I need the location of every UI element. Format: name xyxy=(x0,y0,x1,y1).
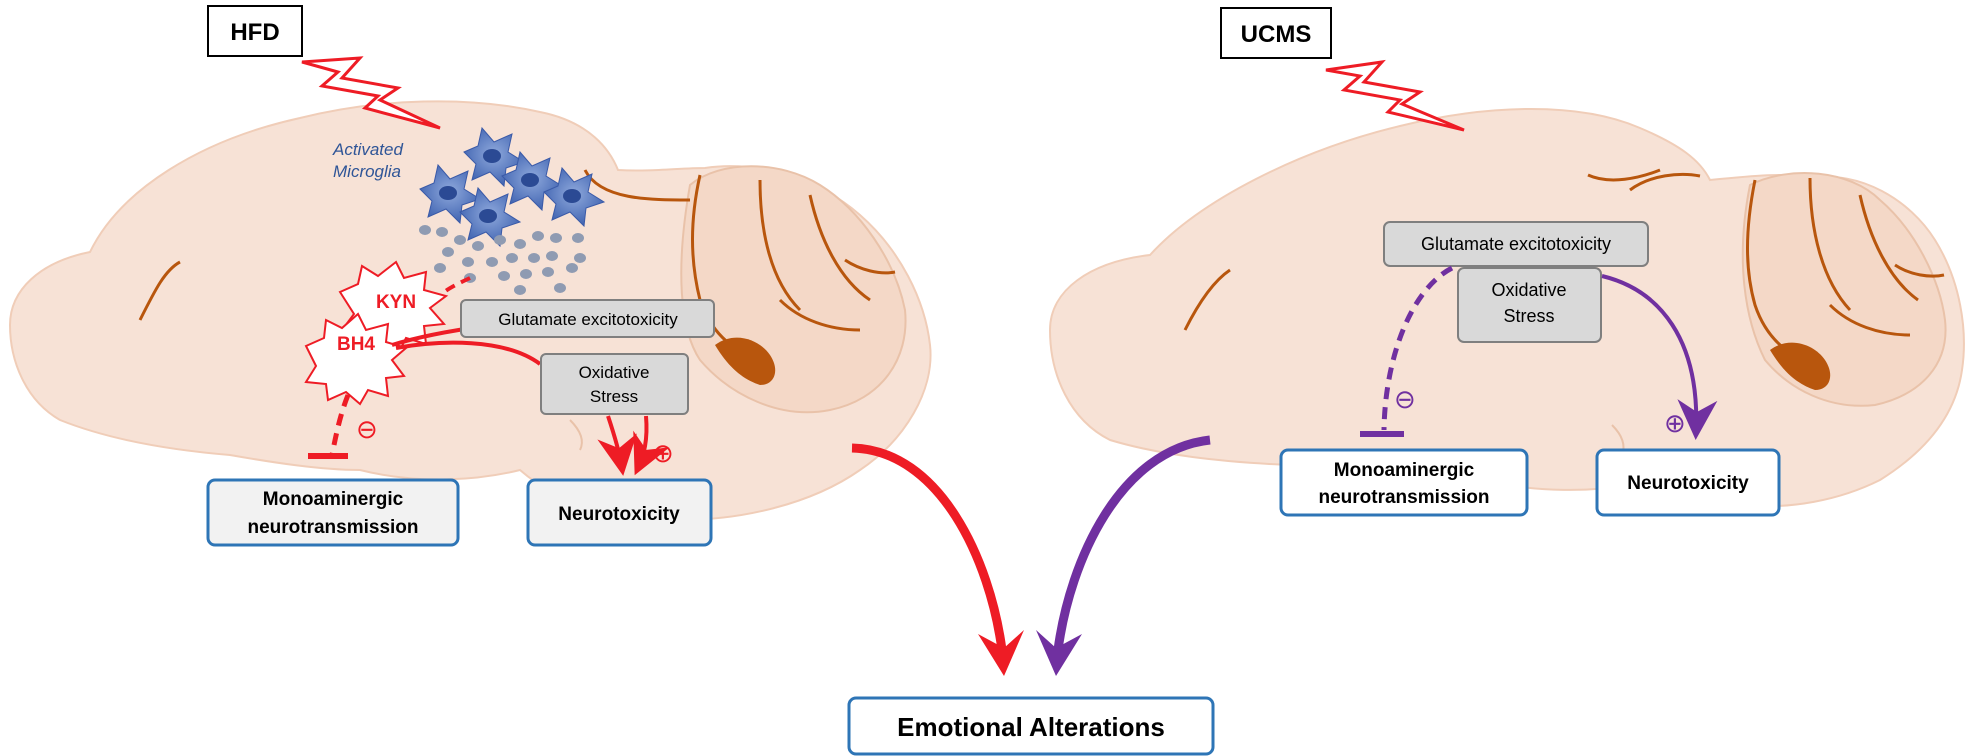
microglia-cell-icon xyxy=(543,166,606,228)
microglia-cell-icon xyxy=(459,186,522,248)
left-neurotox-label: Neurotoxicity xyxy=(558,504,680,525)
left-oxidative-line2: Stress xyxy=(590,387,638,406)
glutamate-inhibit-mono-line xyxy=(1381,265,1454,431)
hfd-to-outcome-arrow xyxy=(851,443,1007,651)
hfd-title: HFD xyxy=(230,19,279,46)
oxidative-to-neurotox-arrow xyxy=(597,415,637,476)
left-brainstem-dark xyxy=(715,337,776,385)
ucms-lightning-icon xyxy=(1325,59,1465,132)
right-sulcus xyxy=(1858,194,1919,302)
right-sulcus xyxy=(1587,168,1661,182)
right-glutamate-box: Glutamate excitotoxicity xyxy=(1383,221,1649,267)
right-monoaminergic-box: Monoaminergic neurotransmission xyxy=(1279,448,1529,517)
bh4-inhibit-mono-line xyxy=(329,394,351,456)
right-sulcus xyxy=(1808,177,1852,312)
right-sulcus xyxy=(1894,263,1945,278)
left-oxidative-line1: Oxidative xyxy=(579,363,650,382)
activated-microglia-icon xyxy=(419,126,606,295)
left-monoaminergic-box: Monoaminergic neurotransmission xyxy=(206,478,460,547)
microglia-to-kyn-arrow xyxy=(438,276,471,298)
right-sulcus xyxy=(1828,303,1911,337)
hfd-lightning-icon xyxy=(301,56,441,130)
microglia-label-line2: Microglia xyxy=(333,162,401,181)
right-mono-line1: Monoaminergic xyxy=(1334,460,1475,481)
emotional-alterations-label: Emotional Alterations xyxy=(897,712,1165,742)
left-mono-line2: neurotransmission xyxy=(247,517,418,538)
bh4-starburst: BH4 xyxy=(304,312,409,406)
right-inhibit-sign: ⊖ xyxy=(1394,384,1416,414)
glutamate-to-neurotox-arrow xyxy=(633,415,670,476)
emotional-alterations-box: Emotional Alterations xyxy=(847,696,1215,756)
left-oxidative-box: Oxidative Stress xyxy=(540,353,689,415)
oxidative-to-neurotox-arrow xyxy=(1601,274,1718,440)
ucms-title-box: UCMS xyxy=(1220,7,1332,59)
left-brain-cerebellum xyxy=(680,165,907,414)
right-sulcus xyxy=(1183,268,1231,331)
hfd-outcome-arrowhead xyxy=(978,630,1024,676)
left-sulcus xyxy=(758,179,802,312)
hfd-panel: HFD Activated Microglia xyxy=(8,5,932,547)
left-notch xyxy=(569,419,583,451)
left-promote-sign: ⊕ xyxy=(652,438,674,468)
left-sulcus xyxy=(808,194,871,302)
hfd-title-box: HFD xyxy=(207,5,303,57)
left-mono-line1: Monoaminergic xyxy=(263,489,404,510)
left-sulcus xyxy=(138,260,181,321)
right-promote-sign: ⊕ xyxy=(1664,408,1686,438)
bh4-label: BH4 xyxy=(337,334,375,355)
left-glutamate-box: Glutamate excitotoxicity xyxy=(460,299,715,338)
left-sulcus xyxy=(778,298,861,332)
left-sulcus xyxy=(844,258,896,275)
left-inhibit-sign: ⊖ xyxy=(356,414,378,444)
ucms-to-outcome-arrow xyxy=(1053,435,1211,651)
right-oxidative-line1: Oxidative xyxy=(1491,280,1566,300)
bh4-to-oxidative-line xyxy=(395,340,542,366)
left-glutamate-label: Glutamate excitotoxicity xyxy=(498,310,678,329)
right-brainstem-dark xyxy=(1770,342,1831,390)
right-sulcus xyxy=(1629,172,1701,192)
ucms-title: UCMS xyxy=(1241,21,1312,48)
right-mono-line2: neurotransmission xyxy=(1318,487,1489,508)
kyn-label: KYN xyxy=(376,292,416,313)
right-neurotoxicity-box: Neurotoxicity xyxy=(1595,448,1781,517)
right-oxidative-box: Oxidative Stress xyxy=(1457,267,1602,343)
right-glutamate-label: Glutamate excitotoxicity xyxy=(1421,234,1611,254)
microglia-label-line1: Activated xyxy=(332,140,403,159)
cytokine-particles xyxy=(419,225,586,295)
ucms-outcome-arrowhead xyxy=(1036,630,1082,676)
ucms-panel: UCMS Glutamate excitotoxicity Oxidative … xyxy=(1048,7,1965,517)
left-neurotoxicity-box: Neurotoxicity xyxy=(526,478,713,547)
microglia-cell-icon xyxy=(463,126,526,188)
right-neurotox-label: Neurotoxicity xyxy=(1627,473,1749,494)
right-oxidative-line2: Stress xyxy=(1503,306,1554,326)
